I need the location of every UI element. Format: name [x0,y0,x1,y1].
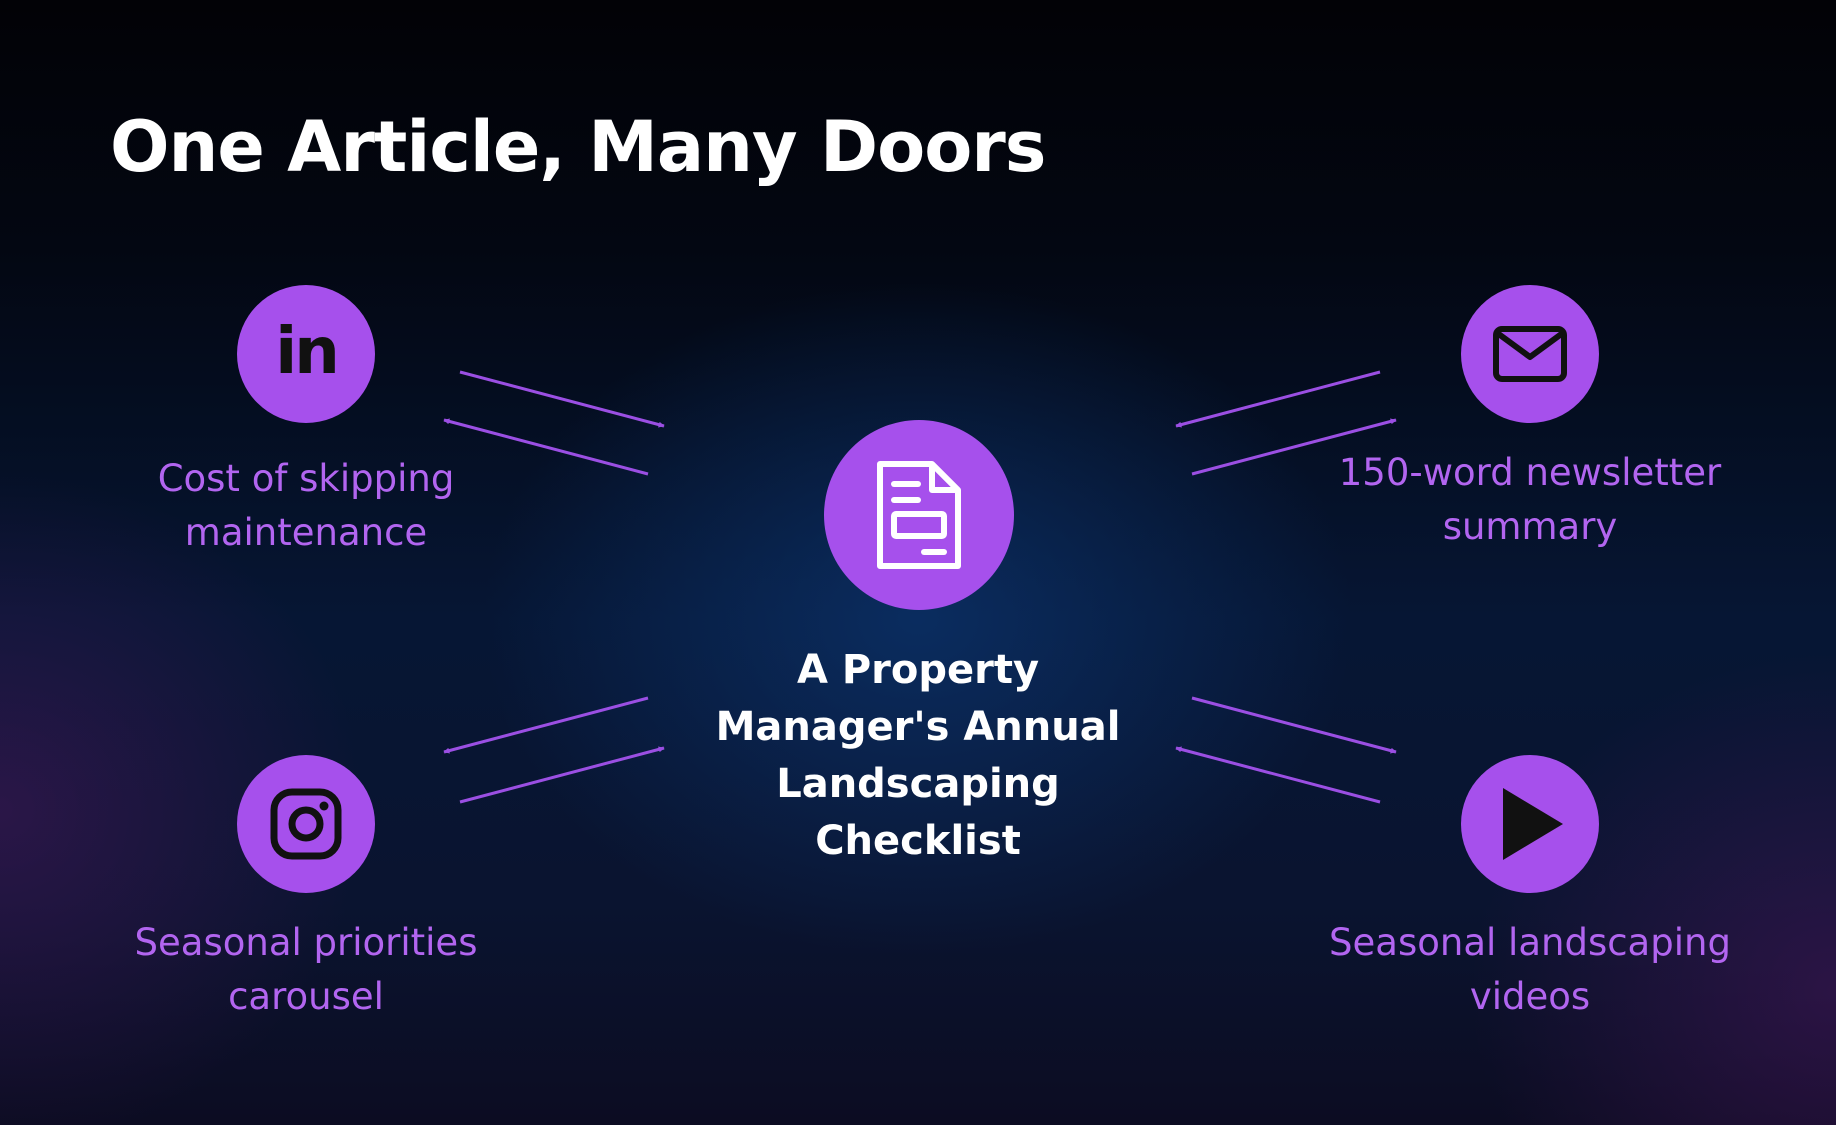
document-icon [877,461,961,569]
video-label: Seasonal landscaping videos [1329,921,1731,1018]
newsletter-label: 150-word newsletter summary [1338,451,1722,548]
page-title: One Article, Many Doors [110,106,1046,188]
linkedin-icon: in [275,315,339,389]
instagram-node [237,755,375,893]
play-icon [1503,788,1563,860]
center-article-node [824,420,1014,610]
arrow-center-to-video [1191,696,1397,754]
arrow-center-to-newsletter [1191,418,1397,476]
envelope-icon [1493,326,1567,382]
video-node [1461,755,1599,893]
arrow-newsletter-to-center [1175,370,1381,428]
instagram-label: Seasonal priorities carousel [134,921,478,1018]
linkedin-label: Cost of skipping maintenance [157,457,455,554]
center-article-title: A Property Manager's Annual Landscaping … [715,647,1121,864]
newsletter-node [1461,285,1599,423]
arrow-center-to-instagram [443,696,649,754]
instagram-icon [270,788,342,860]
arrow-video-to-center [1175,746,1381,804]
arrow-linkedin-to-center [459,370,665,428]
arrow-instagram-to-center [459,746,665,804]
arrow-center-to-linkedin [443,418,649,476]
linkedin-node: in [237,285,375,423]
